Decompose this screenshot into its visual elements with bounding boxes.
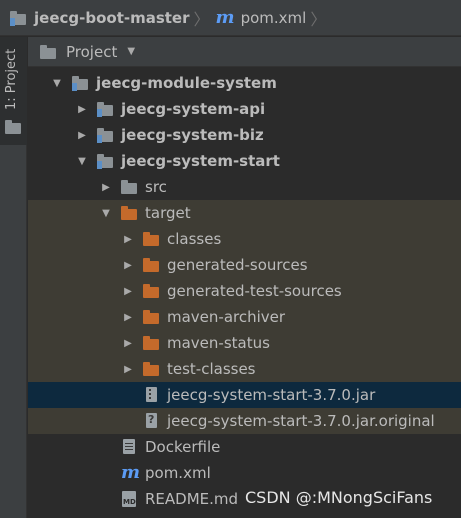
tree-item-generated-sources[interactable]: ▶ generated-sources xyxy=(28,252,461,278)
tree-item-label: target xyxy=(145,204,191,222)
breadcrumb-separator-icon: 〉 xyxy=(193,9,210,29)
tree-item-jar[interactable]: jeecg-system-start-3.7.0.jar xyxy=(28,382,461,408)
excluded-folder-icon xyxy=(143,309,161,325)
jar-icon xyxy=(143,387,161,403)
expanded-arrow-icon[interactable]: ▼ xyxy=(78,155,86,167)
tree-item-dockerfile[interactable]: Dockerfile xyxy=(28,434,461,460)
breadcrumb-project-label: jeecg-boot-master xyxy=(34,8,190,27)
project-panel-header: Project ▼ xyxy=(28,37,461,67)
watermark: CSDN @:MNongSciFans xyxy=(245,488,433,507)
collapsed-arrow-icon[interactable]: ▶ xyxy=(78,103,86,115)
tree-item-label: jeecg-system-biz xyxy=(121,126,264,144)
tree-item-label: Dockerfile xyxy=(145,438,221,456)
collapsed-arrow-icon[interactable]: ▶ xyxy=(78,129,86,141)
tree-item-generated-test-sources[interactable]: ▶ generated-test-sources xyxy=(28,278,461,304)
excluded-folder-icon xyxy=(143,283,161,299)
folder-icon xyxy=(40,44,58,60)
maven-m-icon: m xyxy=(215,7,235,28)
collapsed-arrow-icon[interactable]: ▶ xyxy=(102,181,110,193)
tree-item-label: generated-sources xyxy=(167,256,308,274)
tree-item-label: generated-test-sources xyxy=(167,282,342,300)
collapsed-arrow-icon[interactable]: ▶ xyxy=(124,285,132,297)
expanded-arrow-icon[interactable]: ▼ xyxy=(102,207,110,219)
tree-item-label: jeecg-module-system xyxy=(96,74,277,92)
tree-item-maven-status[interactable]: ▶ maven-status xyxy=(28,330,461,356)
tree-item-target[interactable]: ▼ target xyxy=(28,200,461,226)
tree-item-label: src xyxy=(145,178,167,196)
collapsed-arrow-icon[interactable]: ▶ xyxy=(124,363,132,375)
file-icon xyxy=(121,439,139,455)
breadcrumb-project[interactable]: jeecg-boot-master xyxy=(10,9,190,27)
tree-item-jar-original[interactable]: ? jeecg-system-start-3.7.0.jar.original xyxy=(28,408,461,434)
tree-item-label: classes xyxy=(167,230,222,248)
tree-item-label: jeecg-system-start-3.7.0.jar xyxy=(167,386,376,404)
tree-item-label: maven-archiver xyxy=(167,308,286,326)
tree-item-label: jeecg-system-start-3.7.0.jar.original xyxy=(167,412,435,430)
markdown-icon: MD xyxy=(121,491,139,507)
tree-item-label: README.md xyxy=(145,490,239,508)
tree-item-maven-archiver[interactable]: ▶ maven-archiver xyxy=(28,304,461,330)
excluded-folder-icon xyxy=(143,231,161,247)
excluded-folder-icon xyxy=(121,205,139,221)
breadcrumb-file[interactable]: m pom.xml xyxy=(216,7,307,28)
tree-item-test-classes[interactable]: ▶ test-classes xyxy=(28,356,461,382)
excluded-folder-icon xyxy=(143,257,161,273)
chevron-down-icon[interactable]: ▼ xyxy=(127,46,136,57)
tree-item-label: test-classes xyxy=(167,360,256,378)
collapsed-arrow-icon[interactable]: ▶ xyxy=(124,337,132,349)
module-folder-icon xyxy=(97,101,115,117)
collapsed-arrow-icon[interactable]: ▶ xyxy=(124,233,132,245)
collapsed-arrow-icon[interactable]: ▶ xyxy=(124,259,132,271)
expanded-arrow-icon[interactable]: ▼ xyxy=(53,77,61,89)
tool-window-strip: 1: Project xyxy=(0,37,27,518)
collapsed-arrow-icon[interactable]: ▶ xyxy=(124,311,132,323)
tree-item-label: maven-status xyxy=(167,334,270,352)
tree-item-pom[interactable]: m pom.xml xyxy=(28,460,461,486)
breadcrumb-separator-icon: 〉 xyxy=(310,9,327,29)
maven-m-icon: m xyxy=(121,462,141,483)
module-folder-icon xyxy=(97,153,115,169)
excluded-folder-icon xyxy=(143,361,161,377)
navigation-bar: jeecg-boot-master 〉 m pom.xml 〉 xyxy=(0,0,461,36)
project-tool-tab[interactable]: 1: Project xyxy=(0,37,27,145)
tree-item-jeecg-system-biz[interactable]: ▶ jeecg-system-biz xyxy=(28,122,461,148)
tree-item-label: jeecg-system-start xyxy=(121,152,280,170)
tree-item-src[interactable]: ▶ src xyxy=(28,174,461,200)
tree-item-label: pom.xml xyxy=(145,464,211,482)
tree-item-jeecg-system-api[interactable]: ▶ jeecg-system-api xyxy=(28,96,461,122)
tree-item-label: jeecg-system-api xyxy=(121,100,266,118)
breadcrumb-file-label: pom.xml xyxy=(240,8,307,27)
tree-item-readme[interactable]: MD README.md xyxy=(28,486,461,512)
folder-icon xyxy=(121,179,139,195)
folder-icon xyxy=(5,119,23,135)
module-folder-icon xyxy=(72,75,90,91)
unknown-file-icon: ? xyxy=(143,413,161,429)
module-folder-icon xyxy=(10,10,28,26)
tree-item-jeecg-module-system[interactable]: ▼ jeecg-module-system xyxy=(28,70,461,96)
tree-item-classes[interactable]: ▶ classes xyxy=(28,226,461,252)
tree-item-jeecg-system-start[interactable]: ▼ jeecg-system-start xyxy=(28,148,461,174)
excluded-folder-icon xyxy=(143,335,161,351)
project-view-selector[interactable]: Project xyxy=(66,42,118,61)
module-folder-icon xyxy=(97,127,115,143)
